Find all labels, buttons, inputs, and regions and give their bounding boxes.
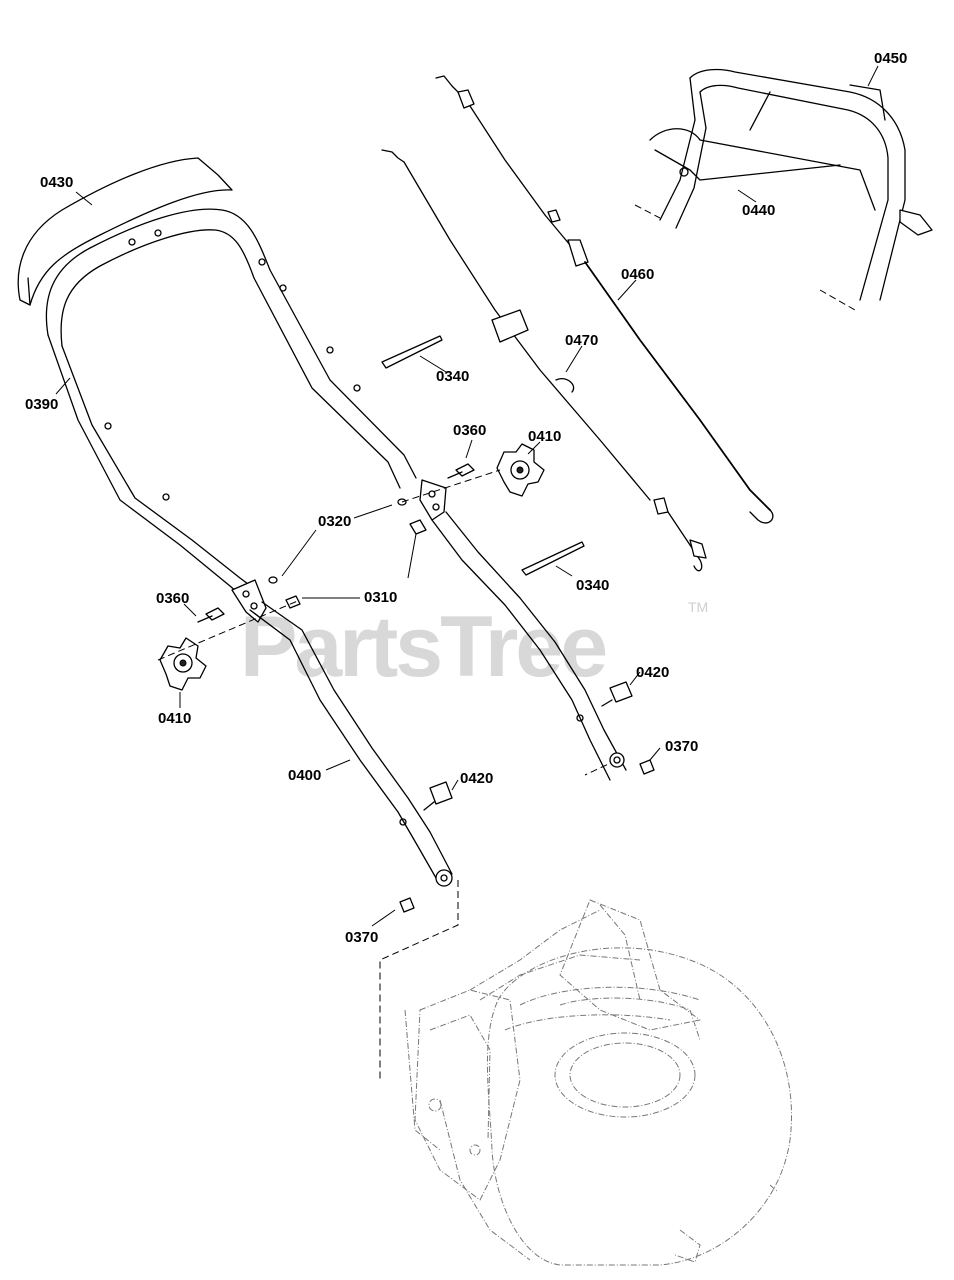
callout-0470: 0470 xyxy=(565,332,598,349)
screw-0370-left xyxy=(399,897,415,913)
callout-0400: 0400 xyxy=(288,767,321,784)
bolt-0360-left xyxy=(197,607,225,623)
callout-0420-left: 0420 xyxy=(460,770,493,787)
cable-0470 xyxy=(381,149,707,572)
bolt-0360-right xyxy=(447,463,475,479)
callout-0310: 0310 xyxy=(364,589,397,606)
screw-0370-right xyxy=(639,759,655,775)
callout-0370-right: 0370 xyxy=(665,738,698,755)
callout-0410-right: 0410 xyxy=(528,428,561,445)
lower-handle-right xyxy=(431,511,627,781)
watermark: PartsTree xyxy=(240,599,605,695)
knob-0410-right xyxy=(496,443,545,497)
carriage-bolt-0310-left xyxy=(285,595,301,609)
washer-0320-left xyxy=(268,576,278,584)
cable-tie-0340-lower xyxy=(521,541,585,576)
assembly-line-right xyxy=(401,469,501,503)
lower-handle-left xyxy=(249,601,453,887)
callout-0370-left: 0370 xyxy=(345,929,378,946)
upper-handle xyxy=(45,208,447,623)
callout-0390: 0390 xyxy=(25,396,58,413)
assembly-line-left xyxy=(157,599,301,661)
callout-0340-upper: 0340 xyxy=(436,368,469,385)
callout-0430: 0430 xyxy=(40,174,73,191)
callout-0360-left: 0360 xyxy=(156,590,189,607)
pin-0420-left xyxy=(423,781,453,811)
callout-0360-right: 0360 xyxy=(453,422,486,439)
callout-0410-left: 0410 xyxy=(158,710,191,727)
deck-attach-line xyxy=(379,880,459,1080)
leaders xyxy=(55,65,879,927)
handle-grip-foam xyxy=(17,157,233,306)
callout-0460: 0460 xyxy=(621,266,654,283)
callout-0320: 0320 xyxy=(318,513,351,530)
carriage-bolt-0310-right xyxy=(409,519,427,535)
callout-0450: 0450 xyxy=(874,50,907,67)
pin-0420-right xyxy=(601,681,633,707)
mower-deck xyxy=(404,899,792,1266)
callout-0440: 0440 xyxy=(742,202,775,219)
knob-0410-left xyxy=(159,637,207,691)
callout-0420-right: 0420 xyxy=(636,664,669,681)
callout-0340-lower: 0340 xyxy=(576,577,609,594)
cable-tie-0340-upper xyxy=(381,335,443,369)
cable-0460 xyxy=(435,75,774,524)
watermark-trademark: TM xyxy=(688,599,708,615)
inset-bail-assembly xyxy=(634,68,933,311)
